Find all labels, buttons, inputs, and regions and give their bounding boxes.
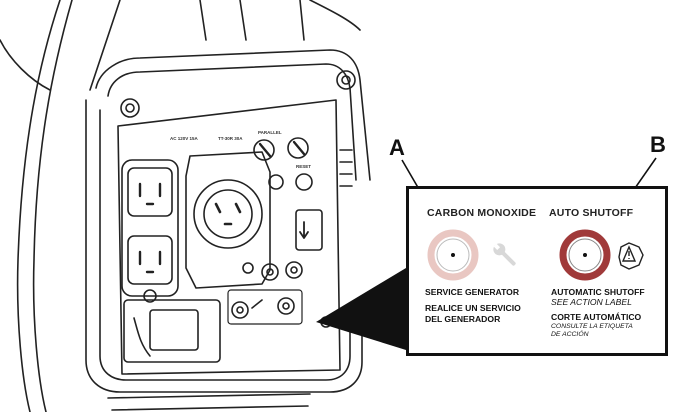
- shutoff-indicator-icon: [559, 229, 611, 281]
- service-generator-label: SERVICE GENERATOR: [425, 287, 520, 297]
- title-auto-shutoff: AUTO SHUTOFF: [549, 207, 634, 219]
- automatic-shutoff-label: AUTOMATIC SHUTOFF: [551, 287, 645, 297]
- co-label-inset: CARBON MONOXIDE AUTO SHUTOFF: [406, 186, 668, 356]
- see-action-label: SEE ACTION LABEL: [551, 297, 632, 307]
- consulte-label-2: DE ACCIÓN: [551, 331, 589, 338]
- title-carbon-monoxide: CARBON MONOXIDE: [427, 207, 537, 219]
- panel-label-tt30: TT-30R 30A: [218, 136, 243, 141]
- callout-pointer: [316, 268, 406, 350]
- corte-automatico-label: CORTE AUTOMÁTICO: [551, 312, 642, 322]
- panel-label-parallel: PARALLEL: [258, 130, 282, 135]
- callout-b: B: [650, 132, 666, 157]
- indicator-graphics: [427, 229, 644, 281]
- consulte-label-1: CONSULTE LA ETIQUETA: [551, 323, 633, 330]
- service-indicator-icon: [427, 229, 479, 281]
- panel-label-ac: AC 120V 15A: [170, 136, 199, 141]
- engine-warning-icon: [618, 242, 644, 270]
- callout-a: A: [389, 135, 405, 160]
- service-es-label-1: REALICE UN SERVICIO: [425, 303, 521, 313]
- panel-label-reset: RESET: [296, 164, 311, 169]
- service-es-label-2: DEL GENERADOR: [425, 314, 501, 324]
- wrench-icon: [493, 243, 516, 266]
